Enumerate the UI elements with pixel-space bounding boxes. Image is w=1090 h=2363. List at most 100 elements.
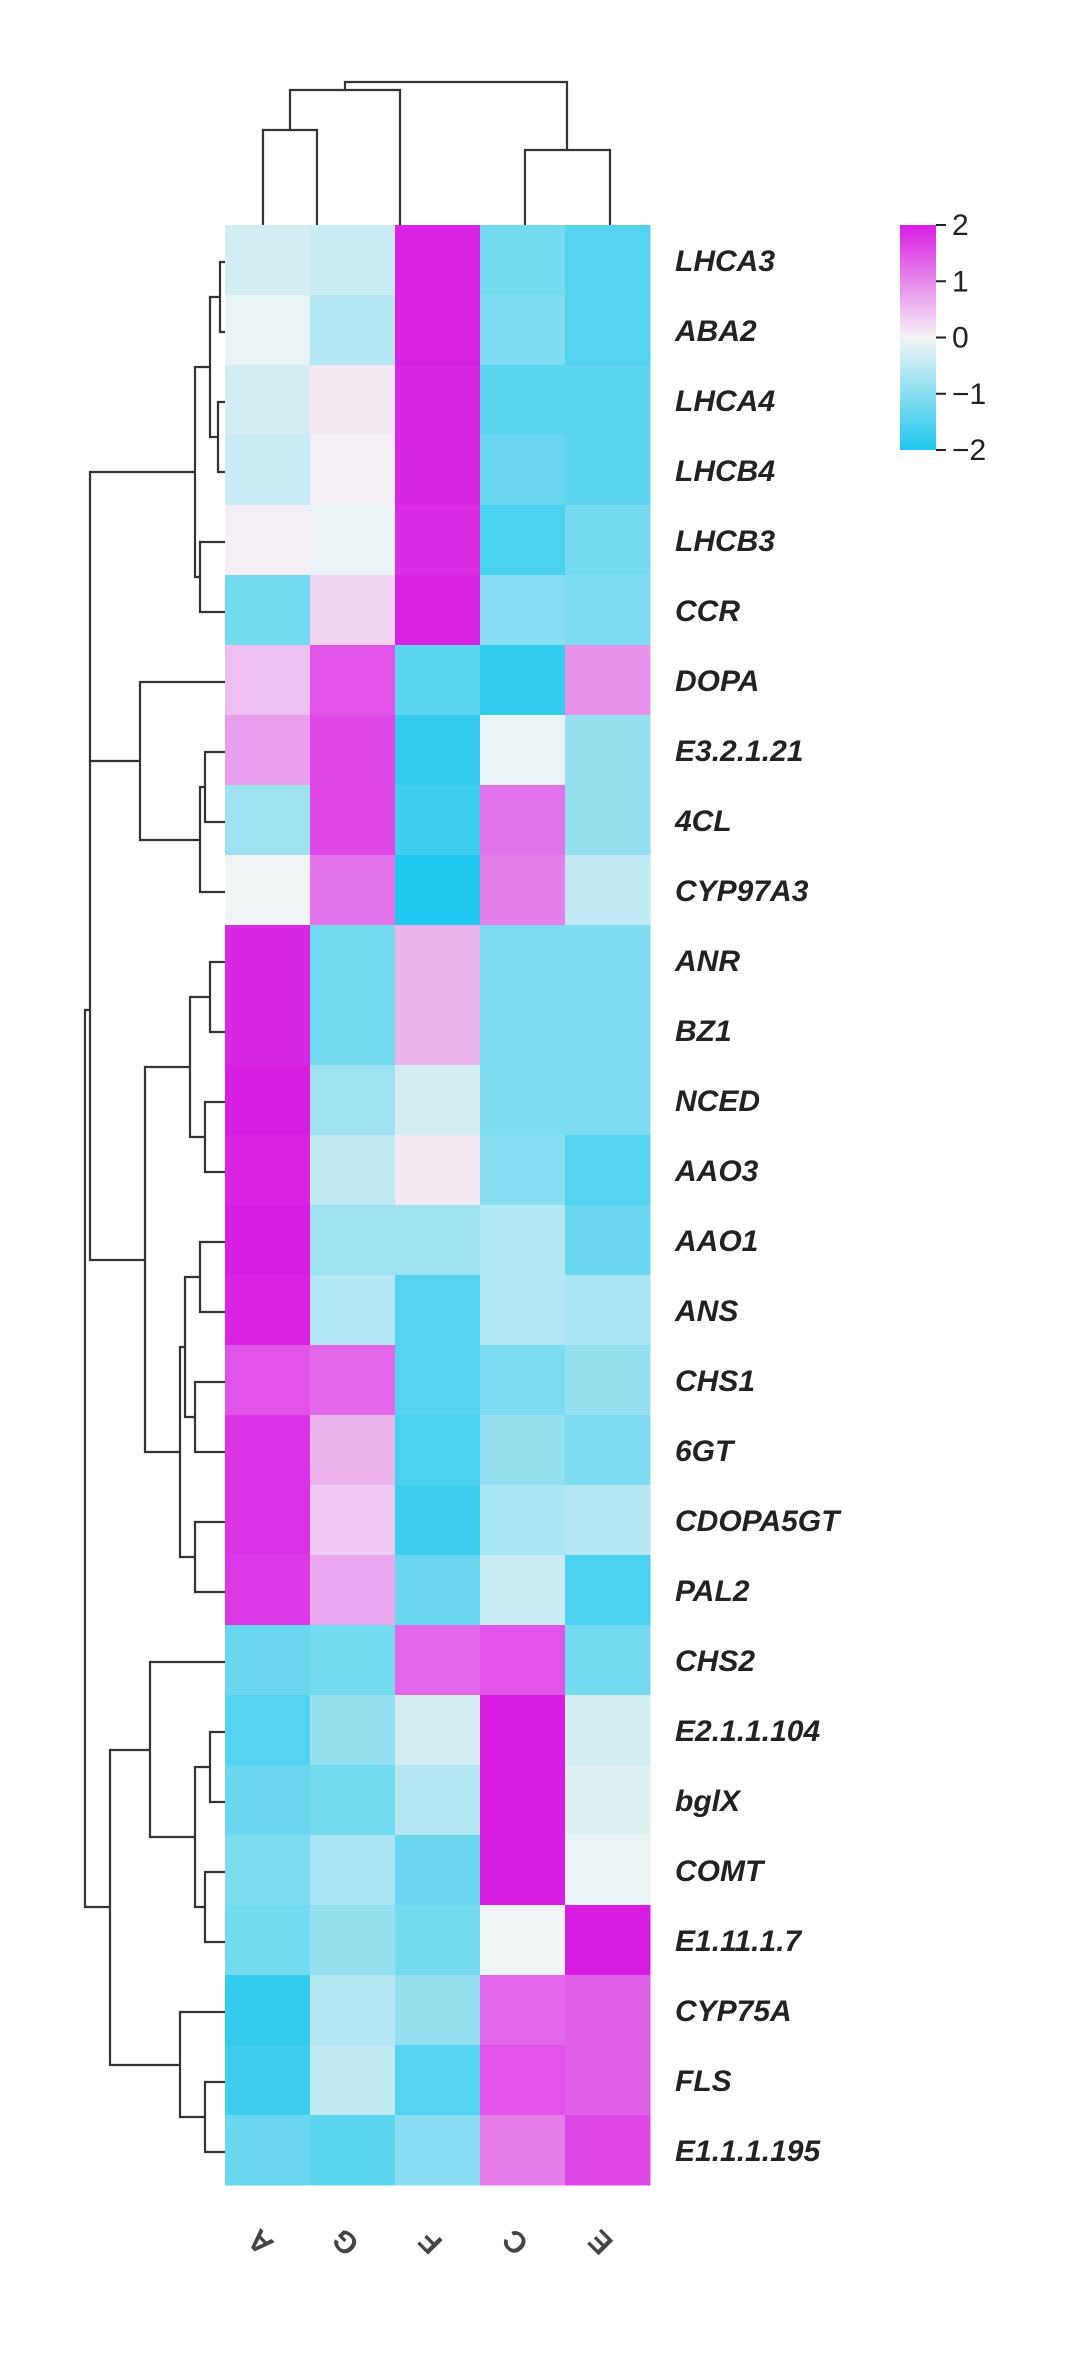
heatmap-cell-LHCB4-G <box>310 435 396 506</box>
heatmap-cell-E1.11.1.7-A <box>225 1905 311 1976</box>
heatmap-cell-COMT-C <box>480 1835 566 1906</box>
heatmap-cell-CYP97A3-E <box>565 855 651 926</box>
heatmap-cell-LHCA4-C <box>480 365 566 436</box>
heatmap-cell-CHS1-G <box>310 1345 396 1416</box>
heatmap-cell-6GT-E <box>565 1415 651 1486</box>
heatmap-cell-bglX-E <box>565 1765 651 1836</box>
heatmap-cell-CDOPA5GT-E <box>565 1485 651 1556</box>
heatmap-cell-AAO1-F <box>395 1205 481 1276</box>
heatmap-cell-LHCA3-C <box>480 225 566 296</box>
heatmap-cell-ANR-F <box>395 925 481 996</box>
heatmap-cell-ANR-G <box>310 925 396 996</box>
heatmap-cell-CDOPA5GT-C <box>480 1485 566 1556</box>
heatmap-cell-NCED-G <box>310 1065 396 1136</box>
heatmap-cell-AAO3-E <box>565 1135 651 1206</box>
heatmap-cell-CCR-F <box>395 575 481 646</box>
heatmap-cell-LHCB4-C <box>480 435 566 506</box>
row-label: CCR <box>675 595 740 628</box>
heatmap-cell-4CL-G <box>310 785 396 856</box>
row-label: BZ1 <box>675 1015 732 1048</box>
heatmap-cell-LHCB3-G <box>310 505 396 576</box>
legend-tick-label: 0 <box>952 322 969 355</box>
heatmap-cell-E2.1.1.104-A <box>225 1695 311 1766</box>
row-label: AAO3 <box>674 1155 759 1188</box>
heatmap-cell-bglX-C <box>480 1765 566 1836</box>
heatmap-cell-NCED-A <box>225 1065 311 1136</box>
heatmap-cell-LHCB3-C <box>480 505 566 576</box>
heatmap-cell-CHS2-G <box>310 1625 396 1696</box>
heatmap-cell-AAO3-C <box>480 1135 566 1206</box>
heatmap-cell-LHCB3-F <box>395 505 481 576</box>
heatmap-cell-NCED-E <box>565 1065 651 1136</box>
heatmap-cell-E1.11.1.7-C <box>480 1905 566 1976</box>
heatmap-cell-COMT-G <box>310 1835 396 1906</box>
heatmap-cell-PAL2-C <box>480 1555 566 1626</box>
heatmap-cell-LHCB4-F <box>395 435 481 506</box>
heatmap-cell-CDOPA5GT-A <box>225 1485 311 1556</box>
row-label: 4CL <box>674 805 732 838</box>
heatmap-cell-CHS1-C <box>480 1345 566 1416</box>
heatmap-cell-ABA2-G <box>310 295 396 366</box>
heatmap-cell-AAO1-C <box>480 1205 566 1276</box>
row-label: E1.1.1.195 <box>675 2135 821 2168</box>
heatmap-cell-CDOPA5GT-G <box>310 1485 396 1556</box>
row-label: bglX <box>675 1785 742 1818</box>
heatmap-cell-DOPA-G <box>310 645 396 716</box>
column-dendrogram <box>261 80 612 225</box>
heatmap-cell-ABA2-F <box>395 295 481 366</box>
heatmap-cell-LHCB4-E <box>565 435 651 506</box>
heatmap-cell-LHCB3-E <box>565 505 651 576</box>
heatmap-cell-ANS-C <box>480 1275 566 1346</box>
heatmap-cell-CCR-C <box>480 575 566 646</box>
heatmap-cell-CYP75A-F <box>395 1975 481 2046</box>
row-label: LHCB3 <box>675 525 775 558</box>
heatmap-cell-COMT-E <box>565 1835 651 1906</box>
heatmap-cell-6GT-A <box>225 1415 311 1486</box>
heatmap-cell-FLS-C <box>480 2045 566 2116</box>
row-label: PAL2 <box>675 1575 750 1608</box>
heatmap-cell-BZ1-C <box>480 995 566 1066</box>
heatmap-cell-CHS1-A <box>225 1345 311 1416</box>
heatmap-cell-AAO3-A <box>225 1135 311 1206</box>
column-label: C <box>496 2222 535 2261</box>
row-label: CDOPA5GT <box>675 1505 842 1538</box>
heatmap-cell-FLS-A <box>225 2045 311 2116</box>
heatmap-cells <box>225 225 651 2186</box>
heatmap-cell-AAO1-A <box>225 1205 311 1276</box>
heatmap-cell-BZ1-G <box>310 995 396 1066</box>
heatmap-cell-CDOPA5GT-F <box>395 1485 481 1556</box>
heatmap-cell-BZ1-E <box>565 995 651 1066</box>
heatmap-cell-PAL2-G <box>310 1555 396 1626</box>
heatmap-cell-CCR-G <box>310 575 396 646</box>
heatmap-cell-DOPA-F <box>395 645 481 716</box>
heatmap-cell-6GT-C <box>480 1415 566 1486</box>
heatmap-cell-E1.11.1.7-F <box>395 1905 481 1976</box>
heatmap-cell-E2.1.1.104-G <box>310 1695 396 1766</box>
heatmap-cell-LHCA4-A <box>225 365 311 436</box>
heatmap-cell-E2.1.1.104-F <box>395 1695 481 1766</box>
row-label: E1.11.1.7 <box>675 1925 803 1958</box>
heatmap-cell-FLS-F <box>395 2045 481 2116</box>
heatmap-cell-E1.11.1.7-G <box>310 1905 396 1976</box>
row-label: NCED <box>675 1085 760 1118</box>
row-label: 6GT <box>675 1435 736 1468</box>
heatmap-cell-E3.2.1.21-E <box>565 715 651 786</box>
column-label: G <box>326 2222 366 2262</box>
row-labels: LHCA3ABA2LHCA4LHCB4LHCB3CCRDOPAE3.2.1.21… <box>674 245 842 2168</box>
heatmap-cell-CCR-E <box>565 575 651 646</box>
heatmap-cell-4CL-A <box>225 785 311 856</box>
heatmap-cell-CYP75A-A <box>225 1975 311 2046</box>
row-label: AAO1 <box>674 1225 758 1258</box>
heatmap-cell-COMT-F <box>395 1835 481 1906</box>
heatmap-cell-CHS1-F <box>395 1345 481 1416</box>
heatmap-cell-FLS-E <box>565 2045 651 2116</box>
heatmap-cell-CYP97A3-F <box>395 855 481 926</box>
heatmap-cell-BZ1-A <box>225 995 311 1066</box>
heatmap-cell-E1.11.1.7-E <box>565 1905 651 1976</box>
heatmap-cell-LHCA3-A <box>225 225 311 296</box>
heatmap-cell-BZ1-F <box>395 995 481 1066</box>
heatmap-cell-E1.1.1.195-C <box>480 2115 566 2186</box>
heatmap-cell-CYP75A-C <box>480 1975 566 2046</box>
heatmap-cell-CHS2-A <box>225 1625 311 1696</box>
